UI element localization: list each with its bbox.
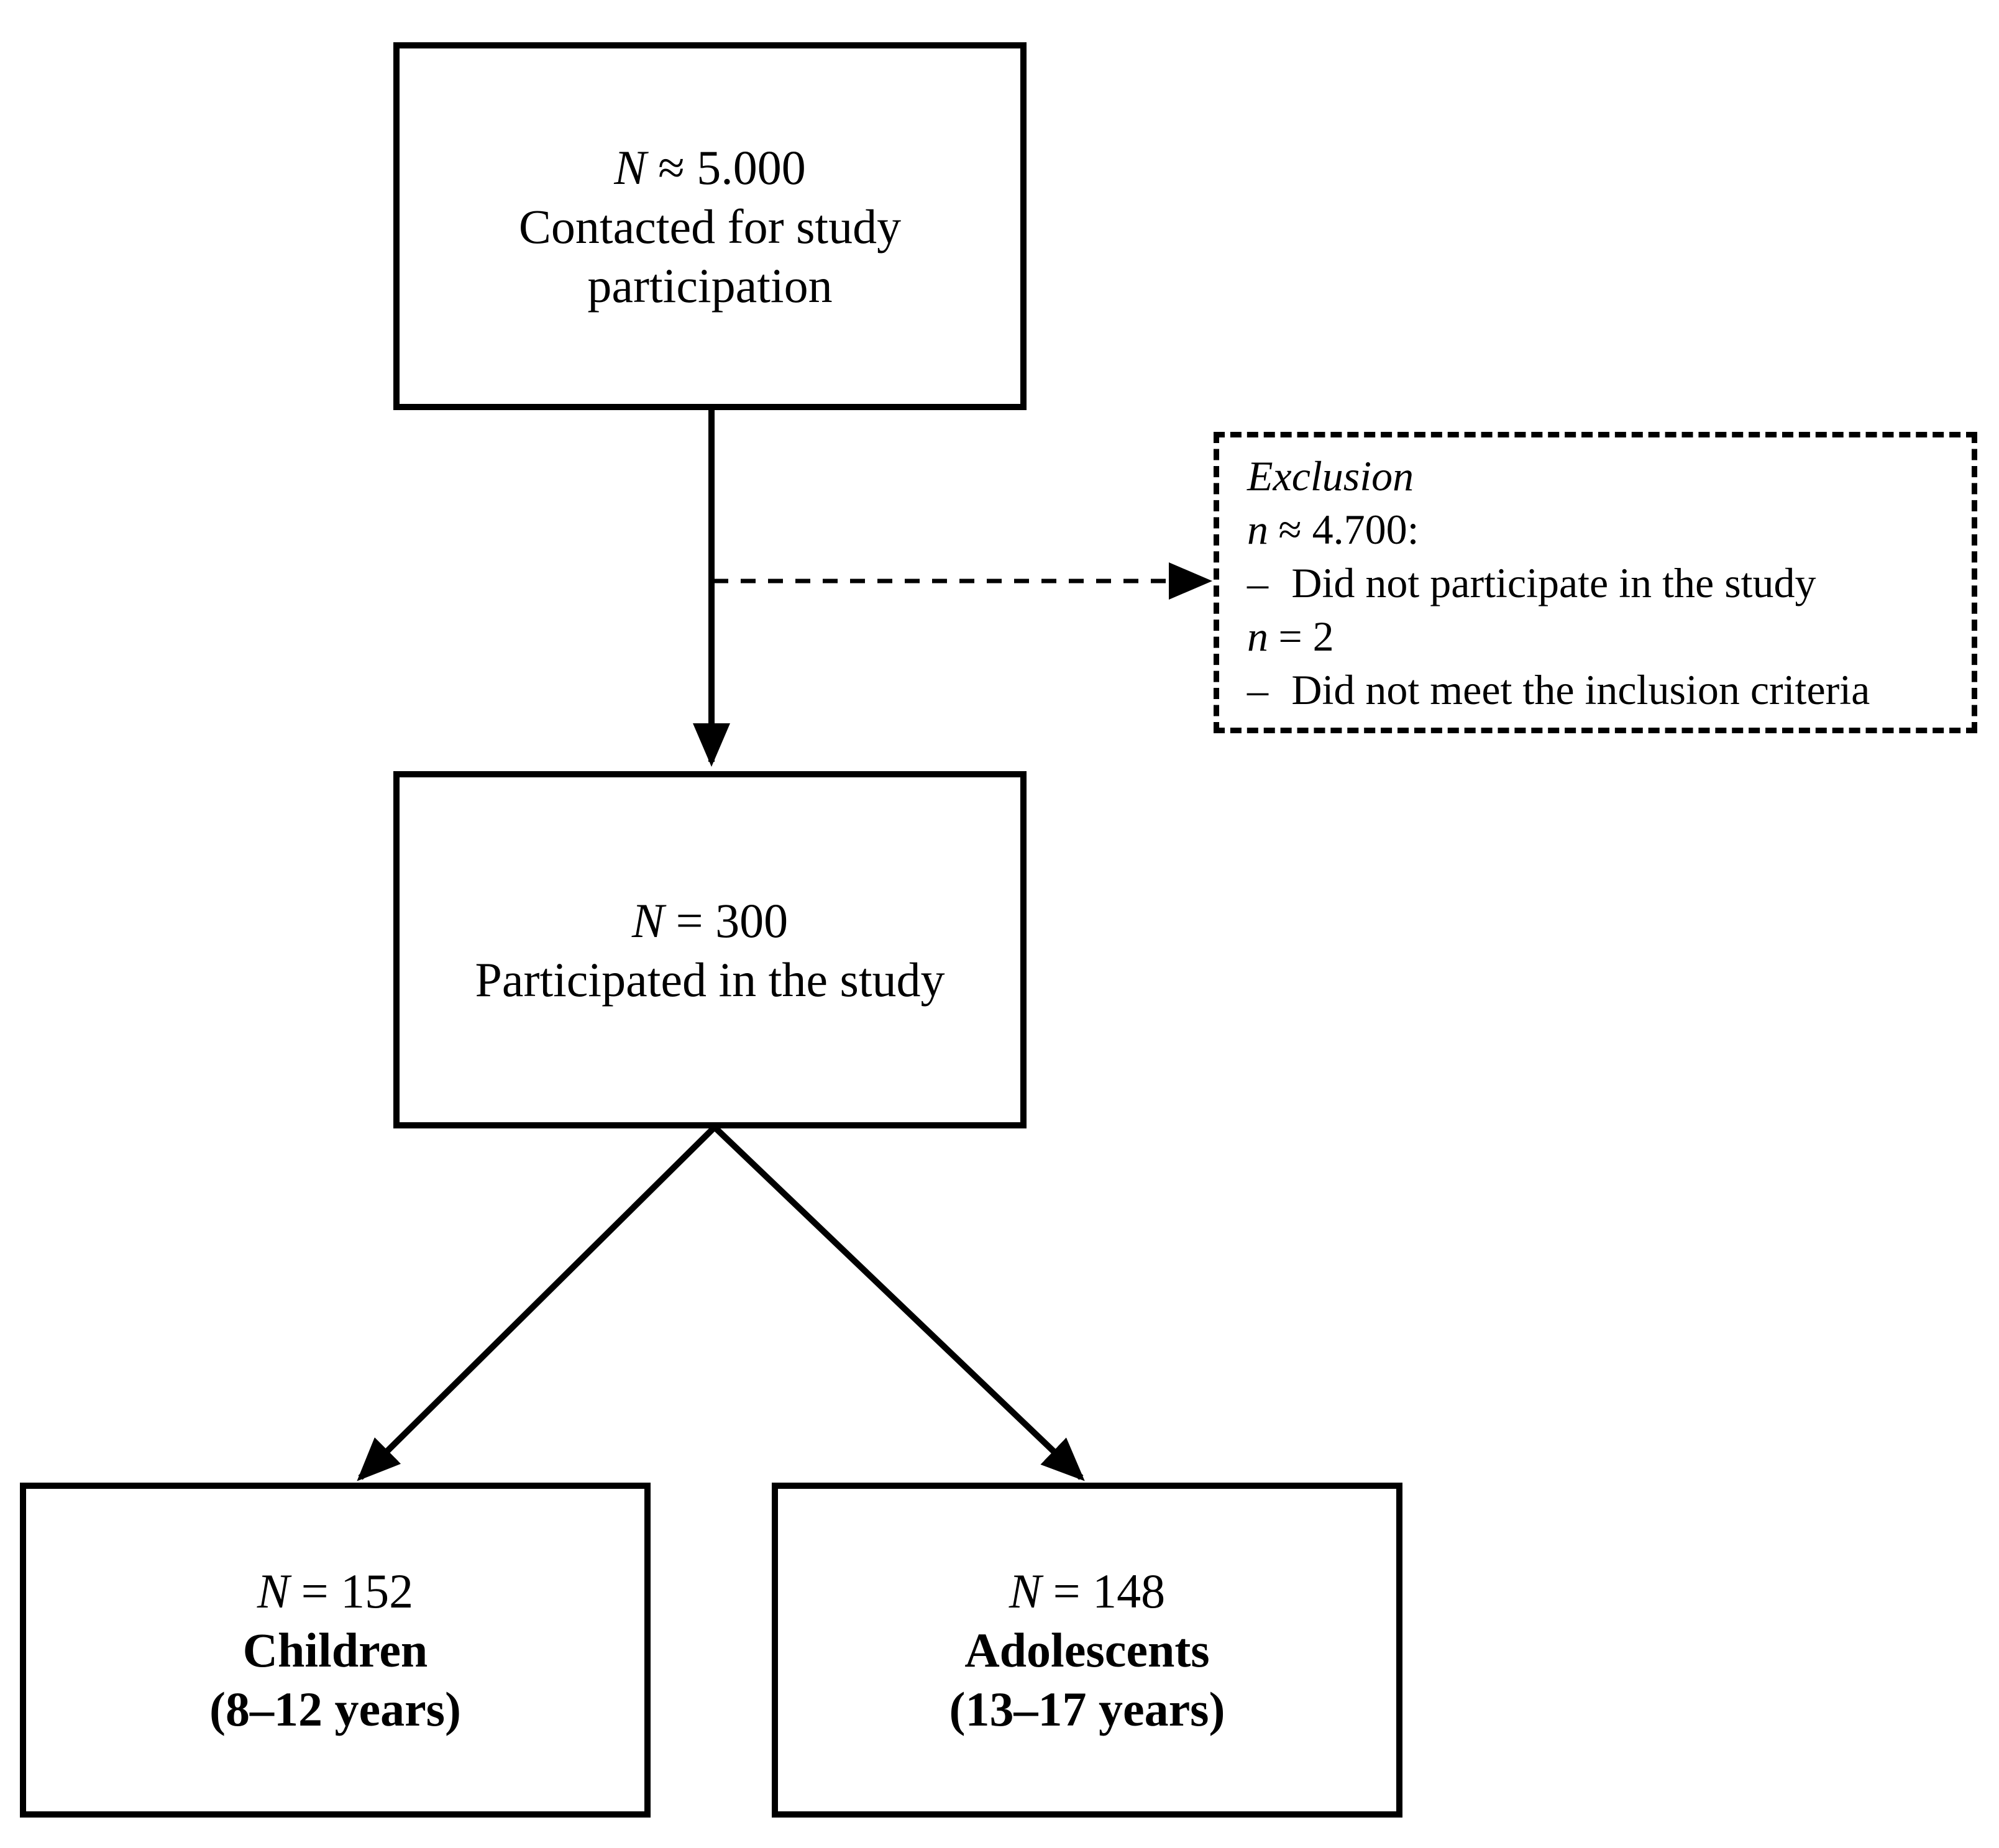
contacted-n-count: N≈ 5.000 <box>614 138 806 197</box>
exclusion-box: Exclusion n≈ 4.700: –Did not participate… <box>1214 432 1977 733</box>
adolescents-age-range: (13–17 years) <box>949 1682 1225 1736</box>
bullet-dash: – <box>1247 666 1268 713</box>
participated-label: Participated in the study <box>475 952 945 1007</box>
contacted-label-line2: participation <box>587 258 833 313</box>
children-n-count: N= 152 <box>257 1562 413 1621</box>
n-value: = 300 <box>675 893 789 948</box>
n-symbol: N <box>1009 1564 1041 1618</box>
participated-box: N= 300 Participated in the study <box>393 771 1027 1128</box>
bullet-dash: – <box>1247 559 1268 606</box>
children-box: N= 152 Children (8–12 years) <box>20 1483 651 1818</box>
adolescents-box: N= 148 Adolescents (13–17 years) <box>772 1483 1402 1818</box>
participated-n-count: N= 300 <box>632 891 788 950</box>
n-symbol: n <box>1247 612 1268 660</box>
contacted-label-line1: Contacted for study <box>518 199 902 254</box>
arrow-participated-to-adolescents <box>712 1125 1085 1481</box>
exclusion-item-did-not-participate: –Did not participate in the study <box>1247 559 1816 606</box>
exclusion-n-2: n= 2 <box>1247 610 1334 663</box>
exclusion-title: Exclusion <box>1247 452 1414 500</box>
exclusion-n-approx: n≈ 4.700: <box>1247 503 1419 556</box>
n-symbol: N <box>631 893 664 948</box>
n-value: = 148 <box>1053 1564 1166 1618</box>
n-value: ≈ 5.000 <box>657 140 806 194</box>
contacted-box: N≈ 5.000 Contacted for study participati… <box>393 42 1027 410</box>
n-symbol: N <box>614 140 647 194</box>
children-age-range: (8–12 years) <box>209 1682 462 1736</box>
n-value: ≈ 4.700: <box>1278 505 1419 553</box>
arrow-participated-to-children <box>357 1125 717 1481</box>
adolescents-label: Adolescents <box>964 1623 1210 1677</box>
children-label: Children <box>242 1623 428 1677</box>
n-symbol: N <box>257 1564 290 1618</box>
exclusion-item-inclusion-criteria: –Did not meet the inclusion criteria <box>1247 666 1870 713</box>
adolescents-n-count: N= 148 <box>1009 1562 1165 1621</box>
n-symbol: n <box>1247 505 1268 553</box>
n-value: = 152 <box>301 1564 414 1618</box>
n-value: = 2 <box>1278 612 1334 660</box>
